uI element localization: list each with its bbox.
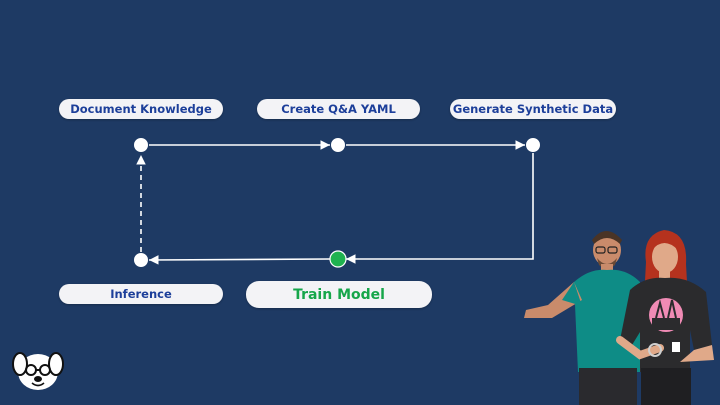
dog-logo-icon <box>12 352 64 390</box>
arrow-train-to-inference <box>148 255 331 265</box>
step-train-model: Train Model <box>246 281 432 308</box>
step-generate-synthetic-data: Generate Synthetic Data <box>450 99 616 119</box>
node-generate-synthetic-data <box>525 137 541 153</box>
node-create-qa-yaml <box>330 137 346 153</box>
step-document-knowledge: Document Knowledge <box>59 99 223 119</box>
node-train-model <box>329 250 347 268</box>
node-document-knowledge <box>133 137 149 153</box>
step-create-qa-yaml: Create Q&A YAML <box>257 99 420 119</box>
arrow-synthetic-to-train <box>346 153 534 264</box>
node-inference <box>133 252 149 268</box>
two-characters-illustration <box>524 230 714 405</box>
man-character <box>524 231 640 405</box>
step-inference: Inference <box>59 284 223 304</box>
woman-character <box>616 230 714 405</box>
